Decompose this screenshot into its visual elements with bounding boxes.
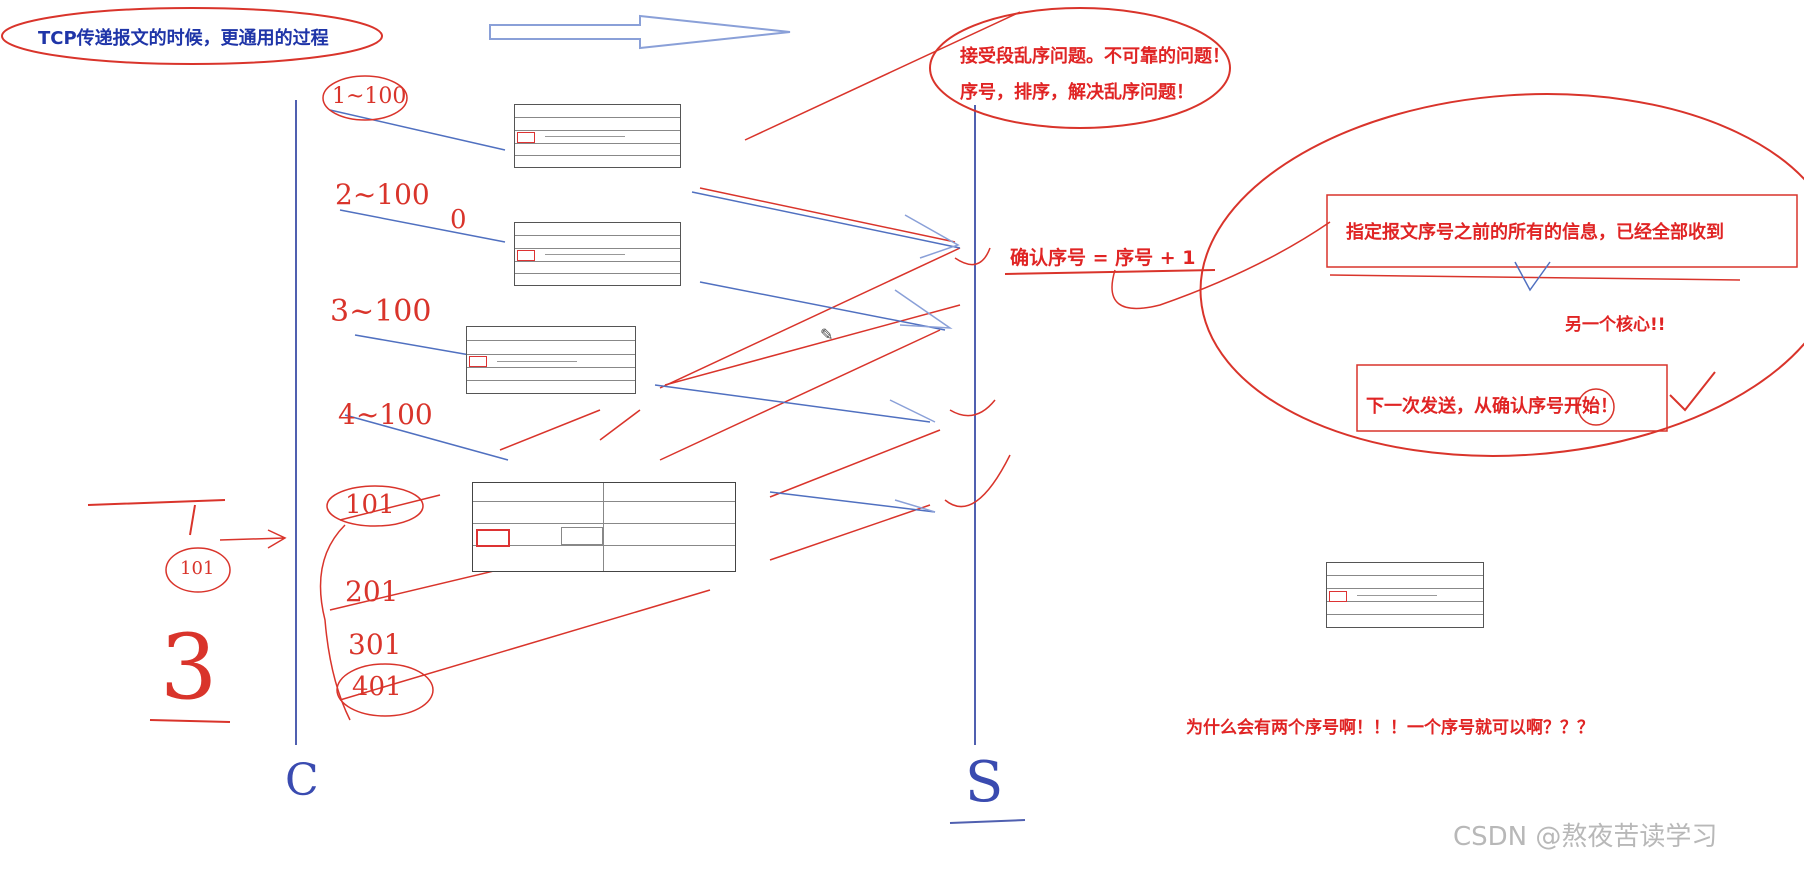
left-number-three: 3	[160, 615, 218, 720]
red-diagonal-11	[599, 409, 641, 441]
top-hollow-arrow	[489, 14, 791, 50]
blue-arrow-8	[769, 491, 936, 513]
ack-meaning-down-check	[1514, 261, 1551, 292]
client-label: C	[285, 755, 319, 806]
tcp-header-thumb-4	[1326, 562, 1484, 628]
seq-label-1: 1~100	[332, 84, 407, 109]
blue-arrow-5	[691, 191, 961, 249]
red-diagonal-1	[699, 187, 956, 243]
blue-arrow-1	[329, 109, 506, 151]
blue-arrow-2	[339, 209, 506, 243]
reorder-note-circle	[929, 7, 1231, 129]
pencil-icon: ✎	[820, 325, 834, 344]
core-note: 另一个核心!!	[1565, 315, 1666, 335]
seq8-circle	[336, 663, 434, 717]
tcp-header-thumb-1	[514, 104, 681, 168]
seq-zero: 0	[450, 205, 467, 235]
seq1-circle	[322, 75, 408, 121]
server-check-1	[954, 247, 991, 266]
question-note: 为什么会有两个序号啊！！！一个序号就可以啊？？？	[1186, 718, 1594, 738]
tcp-flag-box	[517, 132, 535, 143]
arrow-head-3	[889, 399, 936, 423]
seq-label-3: 3~100	[330, 294, 432, 329]
left-label-101: 101	[180, 558, 215, 579]
server-label: S	[965, 750, 1004, 815]
left-label-circle	[165, 547, 231, 593]
next-send-note: 下一次发送，从确认序号开始！	[1366, 396, 1618, 417]
blue-arrow-7	[654, 384, 931, 423]
red-diagonal-8	[339, 494, 441, 521]
tcp-flag-box	[469, 356, 487, 367]
red-diagonal-3	[664, 304, 961, 386]
server-check-3	[944, 454, 1011, 508]
next-send-box	[1356, 364, 1668, 432]
arrow-head-4	[894, 499, 936, 513]
red-diagonal-7	[769, 504, 931, 561]
seq-label-2: 2~100	[335, 178, 430, 211]
tcp-flag-box	[1329, 591, 1347, 602]
red-diagonal-6	[769, 429, 941, 498]
ack-meaning-box	[1326, 194, 1798, 268]
ack-formula-underline	[1004, 269, 1216, 275]
ack-formula: 确认序号 = 序号 + 1	[1010, 247, 1196, 269]
red-diagonal-4	[659, 329, 941, 461]
blue-arrow-3	[354, 334, 471, 356]
tcp-header-thumb-2	[514, 222, 681, 286]
arrow-head-1	[904, 214, 960, 259]
left-arrow-stroke	[219, 529, 287, 549]
next-send-highlight-circle	[1577, 388, 1615, 426]
ack-meaning-oval	[1199, 93, 1804, 457]
ack-formula-curve	[1111, 221, 1331, 310]
ack-meaning-underline	[1329, 274, 1741, 281]
red-diagonal-top	[744, 11, 1021, 141]
tcp-header-large	[472, 482, 736, 572]
page-title: TCP传递报文的时候，更通用的过程	[38, 28, 329, 49]
seq-label-8: 401	[352, 672, 402, 702]
arrow-head-2	[894, 289, 953, 329]
red-diagonal-5	[499, 409, 601, 451]
seq-label-7: 301	[348, 628, 402, 661]
left-three-underline	[149, 719, 231, 723]
title-circle	[1, 7, 383, 65]
red-diagonal-2	[659, 247, 961, 389]
bracket-stroke	[319, 524, 351, 721]
seq-label-4: 4~100	[338, 398, 433, 431]
server-check-2	[949, 399, 996, 417]
seq-label-6: 201	[345, 575, 399, 608]
csdn-watermark: CSDN @熬夜苦读学习	[1453, 822, 1718, 852]
tcp-header-thumb-3	[466, 326, 636, 394]
tcp-large-flag-box	[476, 529, 510, 547]
seq-label-5: 101	[345, 490, 395, 520]
ack-meaning: 指定报文序号之前的所有的信息，已经全部收到	[1346, 222, 1724, 243]
blue-arrow-4	[344, 414, 509, 461]
reorder-note-line1: 接受段乱序问题。不可靠的问题！	[960, 46, 1230, 67]
tcp-flag-box	[517, 250, 535, 261]
reorder-note-line2: 序号，排序，解决乱序问题！	[960, 82, 1194, 103]
seq5-circle	[326, 485, 424, 527]
red-diagonal-10	[339, 589, 711, 701]
check-mark	[1669, 371, 1716, 412]
left-bar-stroke	[87, 499, 226, 536]
blue-arrow-6	[699, 281, 946, 331]
server-underline	[949, 819, 1026, 824]
